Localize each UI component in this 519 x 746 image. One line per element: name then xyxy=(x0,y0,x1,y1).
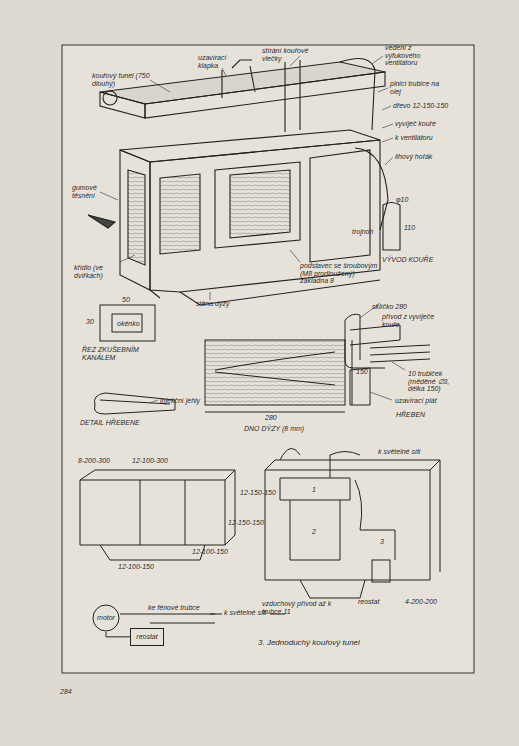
part-label: 284 xyxy=(60,688,72,696)
node-text: motor xyxy=(92,614,120,622)
part-label: 10 trubiček (měděné ∅3, délka 150) xyxy=(408,370,468,393)
part-label: 280 xyxy=(265,414,277,422)
part-label: vzduchový přívod až k trubce 11 xyxy=(262,600,352,615)
callout-number: 1 xyxy=(312,486,316,494)
tunnel-drawing xyxy=(88,58,400,305)
part-label: sklíčko 280 xyxy=(372,303,407,311)
part-label: uzavírací klapka xyxy=(198,54,248,69)
part-label: injekční jehly xyxy=(160,397,200,405)
part-label: ŘEZ ZKUŠEBNÍM KANÁLEM xyxy=(82,346,154,361)
callout-number: 3 xyxy=(380,538,384,546)
leader-lines xyxy=(100,56,405,403)
part-label: přívod z vyvíječe kouře xyxy=(382,313,452,328)
node-text: reostat xyxy=(131,633,163,641)
part-label: křídlo (ve dvířkách) xyxy=(74,264,122,279)
part-label: φ10 xyxy=(396,196,408,204)
part-label: 4-200-200 xyxy=(405,598,437,606)
part-label: VÝVOD KOUŘE xyxy=(382,256,433,264)
part-label: 12-100-150 xyxy=(192,548,228,556)
part-label: HŘEBEN xyxy=(396,411,425,419)
part-label: 50 xyxy=(122,296,130,304)
part-label: plnicí trubice na olej xyxy=(390,80,445,95)
part-label: 150 xyxy=(356,368,368,376)
part-label: gumové těsnění xyxy=(72,184,112,199)
part-label: DNO DÝZY (8 mm) xyxy=(244,425,304,433)
part-label: vyvíječ kouře xyxy=(395,120,436,128)
part-label: 12-100-300 xyxy=(132,457,168,465)
part-label: k ventilátoru xyxy=(395,134,433,142)
part-label: 12-150-150 xyxy=(240,489,276,497)
detail-drawings xyxy=(80,305,440,598)
part-label: k světelné síti xyxy=(378,448,420,456)
part-label: 12-100-150 xyxy=(118,563,154,571)
part-label: ke fénové trubce xyxy=(148,604,200,612)
part-label: kouřový tunel (750 dlouhý) xyxy=(92,72,152,87)
part-label: okénko xyxy=(117,320,140,328)
part-label: 110 xyxy=(404,224,415,232)
part-label: trojnoh xyxy=(352,228,373,236)
wire xyxy=(106,632,130,637)
part-label: 30 xyxy=(86,318,94,326)
part-label: vedení z výfukového ventilátoru xyxy=(385,44,447,67)
page-frame xyxy=(62,45,474,673)
part-label: stírání kouřové vlečky xyxy=(262,47,322,62)
motor-symbol: motor xyxy=(92,604,120,632)
part-label: reostat xyxy=(358,598,379,606)
part-label: k světelné síti xyxy=(224,609,266,617)
part-label: 8-200-300 xyxy=(78,457,110,465)
figure-caption: 3. Jednoduchý kouřový tunel xyxy=(258,638,360,647)
part-label: DETAIL HŘEBENE xyxy=(80,419,140,427)
callout-number: 2 xyxy=(312,528,316,536)
part-label: lihový hořák xyxy=(395,153,432,161)
part-label: podstavec se šroubovým (M8 prodloužený) … xyxy=(300,262,380,285)
part-label: uzavírací plát xyxy=(395,397,437,405)
resistor-box: reostat xyxy=(130,628,164,646)
part-label: 12-150-150 xyxy=(228,519,264,527)
part-label: stěna dýzy xyxy=(196,300,229,308)
part-label: dřevo 12-150-150 xyxy=(393,102,448,110)
